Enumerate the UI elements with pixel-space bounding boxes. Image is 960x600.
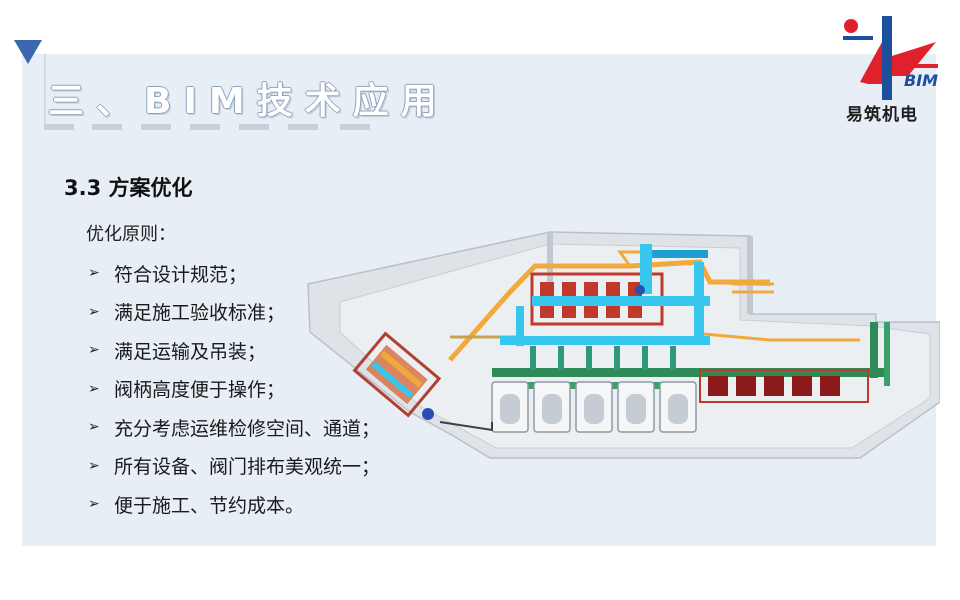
arrow-bullet-icon: ➢ (88, 342, 100, 359)
corner-triangle-icon (14, 40, 42, 64)
right-equipment-row (699, 369, 869, 403)
list-item: ➢ 充分考虑运维检修空间、通道； (88, 408, 380, 447)
list-item-label: 所有设备、阀门排布美观统一； (114, 456, 381, 479)
green-header-main (492, 368, 884, 377)
principles-label: 优化原则： (86, 224, 176, 245)
inclined-equipment-rack (352, 331, 442, 418)
arrow-bullet-icon: ➢ (88, 265, 100, 282)
title-edge-line (44, 54, 46, 130)
arrow-bullet-icon: ➢ (88, 457, 100, 474)
arrow-bullet-icon: ➢ (88, 303, 100, 320)
list-item: ➢ 阀柄高度便于操作； (88, 370, 380, 409)
list-item-label: 充分考虑运维检修空间、通道； (114, 417, 381, 440)
bim-pump-room-model (307, 231, 940, 459)
list-item: ➢ 便于施工、节约成本。 (88, 485, 380, 524)
brand-name: 易筑机电 (846, 105, 918, 125)
section-heading: 3.3 方案优化 (64, 176, 193, 200)
list-item-label: 满足运输及吊装； (114, 340, 267, 363)
brand-logo-icon: BIM (843, 16, 938, 100)
list-item-label: 满足施工验收标准； (114, 302, 286, 325)
cyan-header-1 (532, 296, 710, 306)
list-item: ➢ 满足运输及吊装； (88, 331, 380, 370)
arrow-bullet-icon: ➢ (88, 419, 100, 436)
list-item: ➢ 符合设计规范； (88, 254, 380, 293)
arrow-bullet-icon: ➢ (88, 496, 100, 513)
list-item: ➢ 所有设备、阀门排布美观统一； (88, 447, 380, 486)
principles-list: ➢ 符合设计规范； ➢ 满足施工验收标准； ➢ 满足运输及吊装； ➢ 阀柄高度便于操作；… (88, 254, 380, 524)
cyan-header-2 (500, 336, 710, 345)
title-underline-dashes (44, 124, 392, 130)
pump-risers (530, 346, 676, 370)
list-item-label: 阀柄高度便于操作； (114, 379, 286, 402)
page-title: 三、BIM技术应用 (48, 81, 449, 122)
arrow-bullet-icon: ➢ (88, 380, 100, 397)
list-item-label: 便于施工、节约成本。 (114, 494, 305, 517)
drain-pipe (439, 421, 493, 432)
list-item-label: 符合设计规范； (114, 263, 248, 286)
logo-bim-text: BIM (904, 71, 938, 90)
list-item: ➢ 满足施工验收标准； (88, 293, 380, 332)
